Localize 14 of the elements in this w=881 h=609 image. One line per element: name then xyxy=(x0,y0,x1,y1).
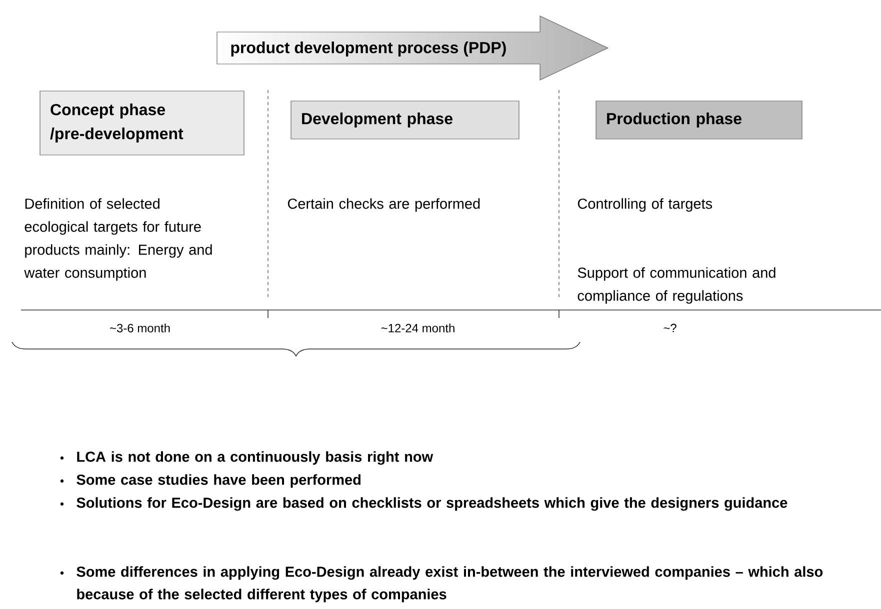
bullet-item: Some case studies have been performed xyxy=(76,474,360,488)
description-text: Controlling of targets xyxy=(578,198,712,212)
description-text: Support of communication and compliance of regulations xyxy=(578,267,776,304)
description-text: Definition of selected ecological targets for future products mainly: Energy and water consumption xyxy=(24,198,212,281)
duration-label: ~12-24 month xyxy=(381,324,454,332)
duration-label: ~3-6 month xyxy=(110,324,170,332)
bullet-item: LCA is not done on a continuously basis right now xyxy=(77,451,434,465)
bullet-item: Solutions for Eco-Design are based on checklists or spreadsheets which give the designers guidance xyxy=(76,497,788,511)
description-text: Certain checks are performed xyxy=(288,198,480,212)
phase-box: Development phase xyxy=(290,100,520,140)
duration-label: ~? xyxy=(664,324,676,332)
phase-box: Concept phase /pre-development xyxy=(40,90,244,156)
phase-box: Production phase xyxy=(596,100,802,140)
bullet-item: Some differences in applying Eco-Design already exist in-between the interviewed companies – which also because of the selected different types of companies xyxy=(76,566,823,602)
